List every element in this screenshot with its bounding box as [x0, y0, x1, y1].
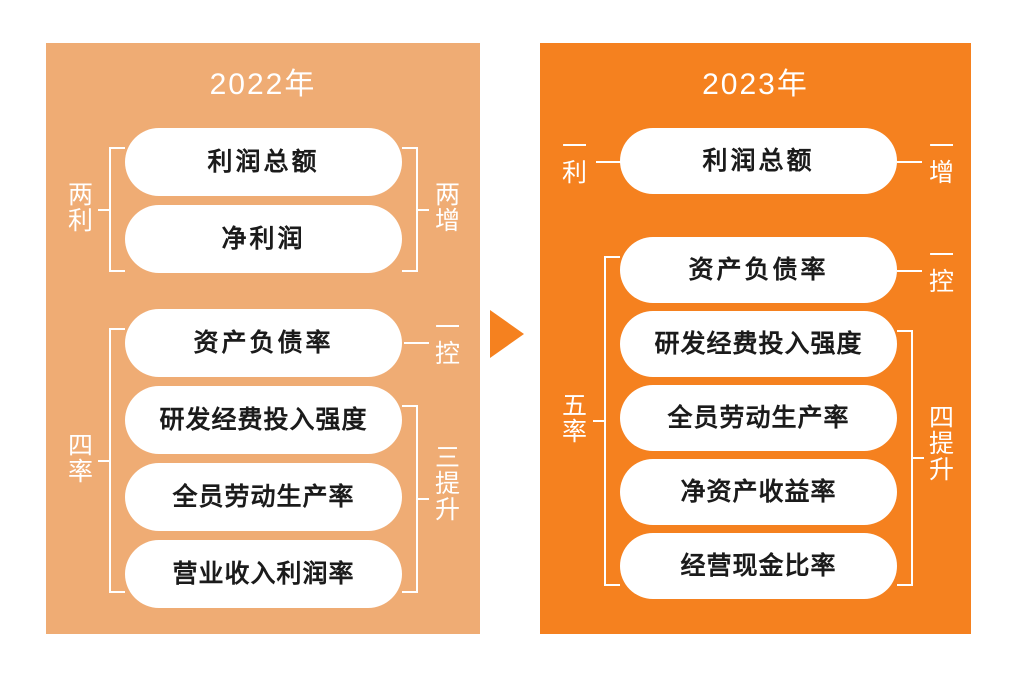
group-label: 五率: [562, 392, 588, 446]
bracket-stub: [98, 460, 110, 462]
metric-box-2023-2[interactable]: 研发经费投入强度: [620, 311, 897, 377]
metric-label: 净资产收益率: [680, 477, 837, 506]
bracket-right: [897, 330, 913, 586]
panel-2023: 2023年 利润总额 资产负债率 研发经费投入强度 全员劳动生产率 净资产收益率…: [540, 43, 971, 634]
bracket-left: [109, 328, 125, 593]
bracket-stub: [417, 209, 429, 211]
bracket-stub: [417, 498, 429, 500]
group-label: 一增: [929, 133, 955, 187]
metric-box-2022-0[interactable]: 利润总额: [125, 128, 402, 196]
group-label: 四提升: [929, 404, 955, 484]
metric-label: 资产负债率: [688, 255, 829, 284]
metric-box-2023-3[interactable]: 全员劳动生产率: [620, 385, 897, 451]
bracket-right: [402, 147, 418, 272]
metric-box-2023-4[interactable]: 净资产收益率: [620, 459, 897, 525]
metric-label: 全员劳动生产率: [667, 403, 850, 432]
panel-2022-title: 2022年: [209, 68, 317, 101]
metric-box-2023-5[interactable]: 经营现金比率: [620, 533, 897, 599]
bracket-left: [109, 147, 125, 272]
connector-dash: [897, 161, 922, 163]
metric-label: 利润总额: [207, 147, 320, 176]
connector-dash: [404, 342, 429, 344]
metric-box-2023-0[interactable]: 利润总额: [620, 128, 897, 194]
metric-box-2022-2[interactable]: 资产负债率: [125, 309, 402, 377]
metric-label: 全员劳动生产率: [172, 482, 355, 511]
group-label: 四率: [68, 432, 94, 486]
metric-label: 资产负债率: [193, 328, 334, 357]
group-label: 三提升: [435, 444, 461, 524]
metric-label: 营业收入利润率: [172, 559, 355, 588]
metric-label: 研发经费投入强度: [159, 405, 368, 434]
bracket-stub: [98, 209, 110, 211]
group-label: 两增: [435, 181, 461, 235]
group-label: 一控: [435, 314, 461, 368]
metric-label: 研发经费投入强度: [654, 329, 863, 358]
group-label: 一控: [929, 242, 955, 296]
group-label: 一利: [562, 133, 588, 187]
metric-label: 利润总额: [702, 146, 815, 175]
metric-box-2022-3[interactable]: 研发经费投入强度: [125, 386, 402, 454]
metric-box-2022-1[interactable]: 净利润: [125, 205, 402, 273]
bracket-stub: [912, 457, 924, 459]
metric-box-2022-5[interactable]: 营业收入利润率: [125, 540, 402, 608]
bracket-right: [402, 405, 418, 593]
group-label: 两利: [68, 181, 94, 235]
connector-dash: [596, 161, 621, 163]
metric-box-2022-4[interactable]: 全员劳动生产率: [125, 463, 402, 531]
panel-2022: 2022年 利润总额 净利润 资产负债率 研发经费投入强度 全员劳动生产率 营业…: [46, 43, 480, 634]
metric-label: 净利润: [221, 224, 306, 253]
bracket-left: [604, 256, 620, 586]
transition-arrow-icon: [490, 310, 524, 358]
connector-dash: [897, 270, 922, 272]
panel-2023-title: 2023年: [702, 68, 809, 101]
bracket-stub: [593, 420, 605, 422]
metric-box-2023-1[interactable]: 资产负债率: [620, 237, 897, 303]
metric-label: 经营现金比率: [680, 551, 837, 580]
